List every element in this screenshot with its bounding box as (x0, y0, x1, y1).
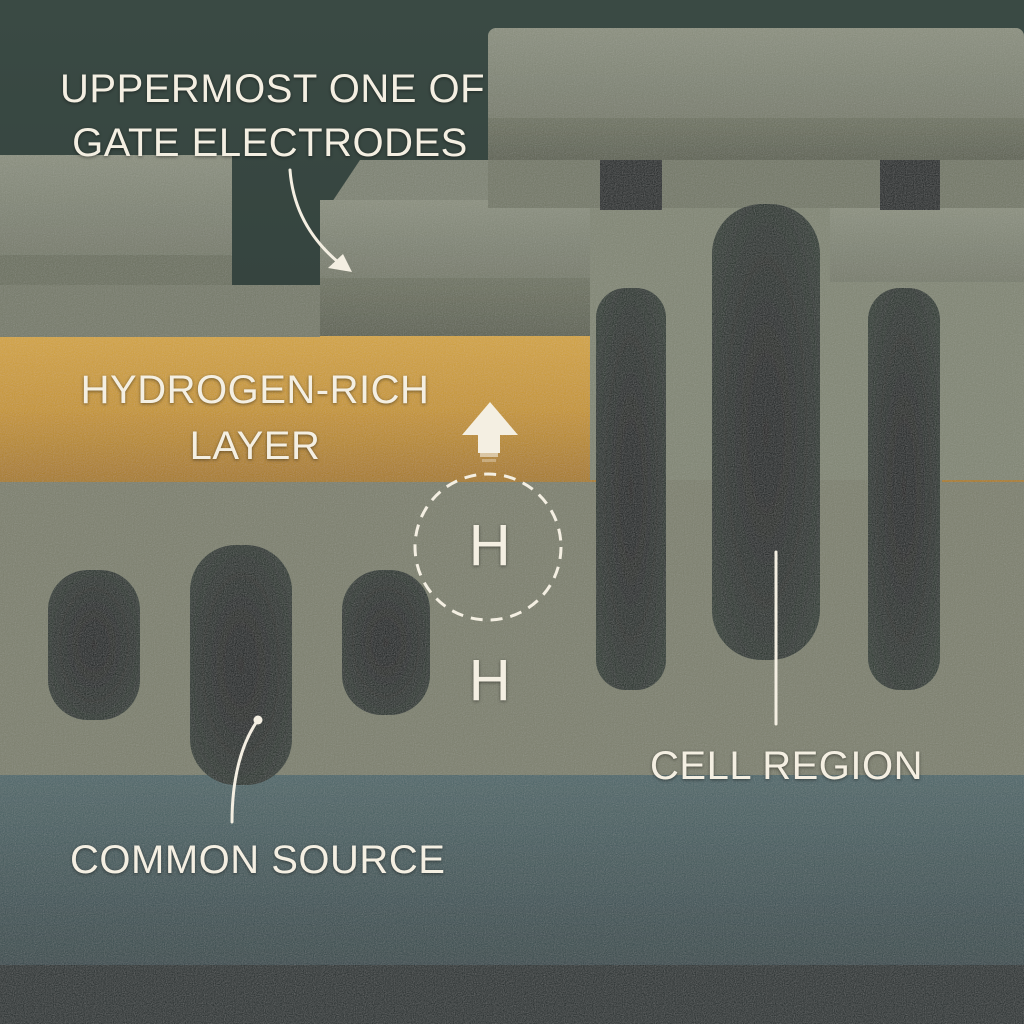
source-void-2 (190, 545, 292, 785)
hydrogen-label-line-1: HYDROGEN-RICH (80, 368, 430, 412)
hydrogen-rich-layer (0, 336, 600, 482)
top-slab-front (488, 118, 1024, 160)
gate-label-line-1: UPPERMOST ONE OF (60, 67, 486, 111)
substrate-base (0, 965, 1024, 1024)
source-void-1 (48, 570, 140, 720)
gate-label-line-2: GATE ELECTRODES (72, 121, 468, 165)
cell-void-1 (596, 288, 666, 690)
cell-region-label: CELL REGION (650, 744, 923, 788)
substrate (0, 770, 1024, 970)
up-arrow-icon (462, 402, 518, 462)
left-gate-top (0, 155, 232, 255)
gate-leader-arrow (288, 168, 352, 272)
cell-void-3 (868, 288, 940, 690)
hydrogen-atom-circle (413, 472, 563, 622)
top-slab (488, 28, 1024, 126)
hydrogen-label-line-2: LAYER (189, 424, 321, 468)
top-slab-lower (488, 160, 1024, 208)
left-gate-lower (0, 285, 320, 337)
lower-gray-body (0, 470, 1024, 775)
cell-void-2 (712, 204, 820, 660)
left-gate-front (0, 255, 232, 285)
hydrogen-free-label: H (468, 648, 512, 713)
cell-right-gate (830, 208, 1024, 282)
common-source-leader (230, 715, 263, 824)
source-void-3 (342, 570, 430, 715)
hydrogen-atom-label: H (468, 513, 512, 578)
hydrogen-layer-label: HYDROGEN-RICH LAYER (40, 362, 470, 474)
common-source-label: COMMON SOURCE (70, 838, 446, 882)
top-gap-right (880, 160, 940, 210)
gate-electrode-label: UPPERMOST ONE OF GATE ELECTRODES (60, 62, 486, 170)
top-gap-left (600, 160, 662, 210)
